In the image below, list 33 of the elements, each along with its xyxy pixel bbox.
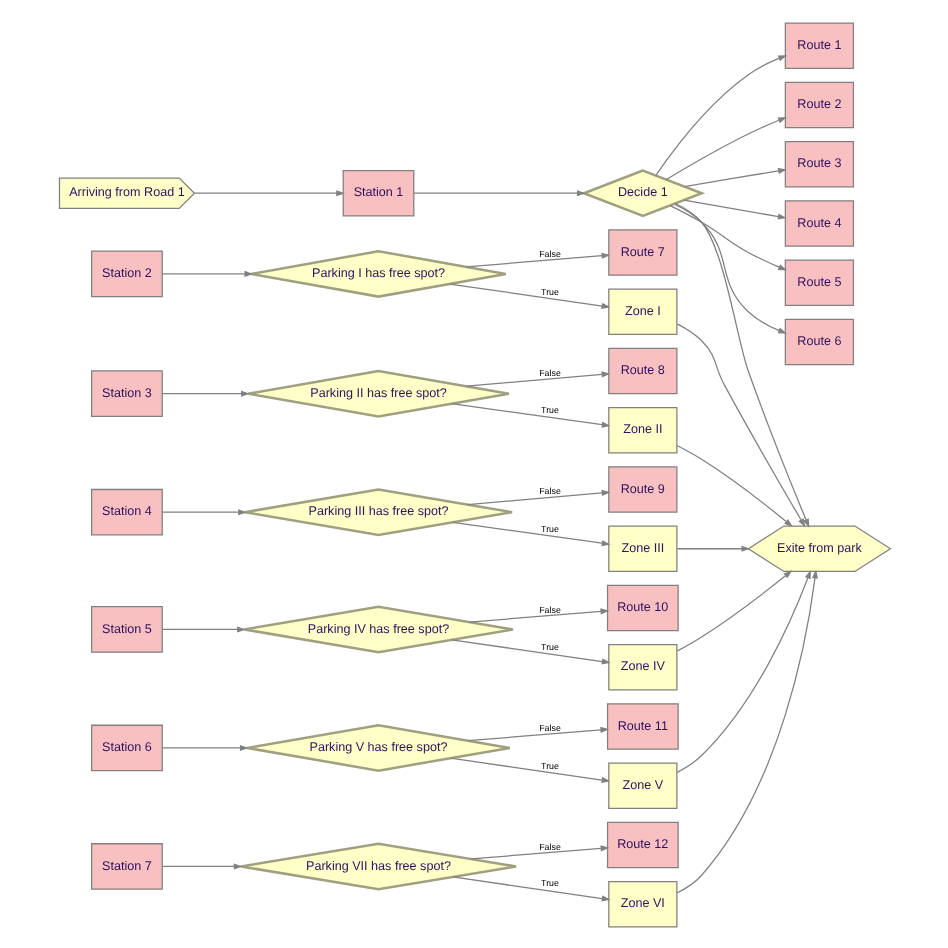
- arrow: [469, 844, 609, 859]
- arrow: [464, 251, 610, 267]
- arrow: [682, 166, 786, 187]
- arrow: [160, 508, 247, 515]
- arrow: [675, 322, 805, 527]
- arrow: [160, 625, 245, 632]
- arrow: [192, 189, 345, 196]
- arrow: [654, 54, 786, 175]
- arrow: [673, 201, 809, 527]
- arrow: [467, 607, 609, 622]
- arrow: [664, 116, 786, 180]
- arrow: [451, 520, 610, 546]
- arrow: [668, 204, 786, 270]
- arrow: [672, 202, 786, 333]
- arrow: [682, 198, 786, 219]
- arrow: [675, 544, 750, 551]
- arrow: [449, 756, 610, 783]
- arrow: [675, 568, 810, 773]
- arrow: [675, 443, 792, 527]
- arrow: [447, 282, 610, 309]
- arrow: [160, 269, 253, 276]
- arrow: [412, 189, 585, 196]
- arrow: [466, 488, 610, 505]
- arrow: [675, 568, 818, 893]
- arrow: [450, 638, 610, 664]
- arrow: [675, 569, 792, 651]
- arrow: [464, 370, 610, 386]
- arrow: [451, 875, 610, 901]
- arrow: [160, 743, 248, 751]
- arrow: [160, 862, 242, 869]
- arrow: [466, 725, 609, 741]
- arrow: [160, 389, 249, 396]
- arrow: [450, 402, 610, 427]
